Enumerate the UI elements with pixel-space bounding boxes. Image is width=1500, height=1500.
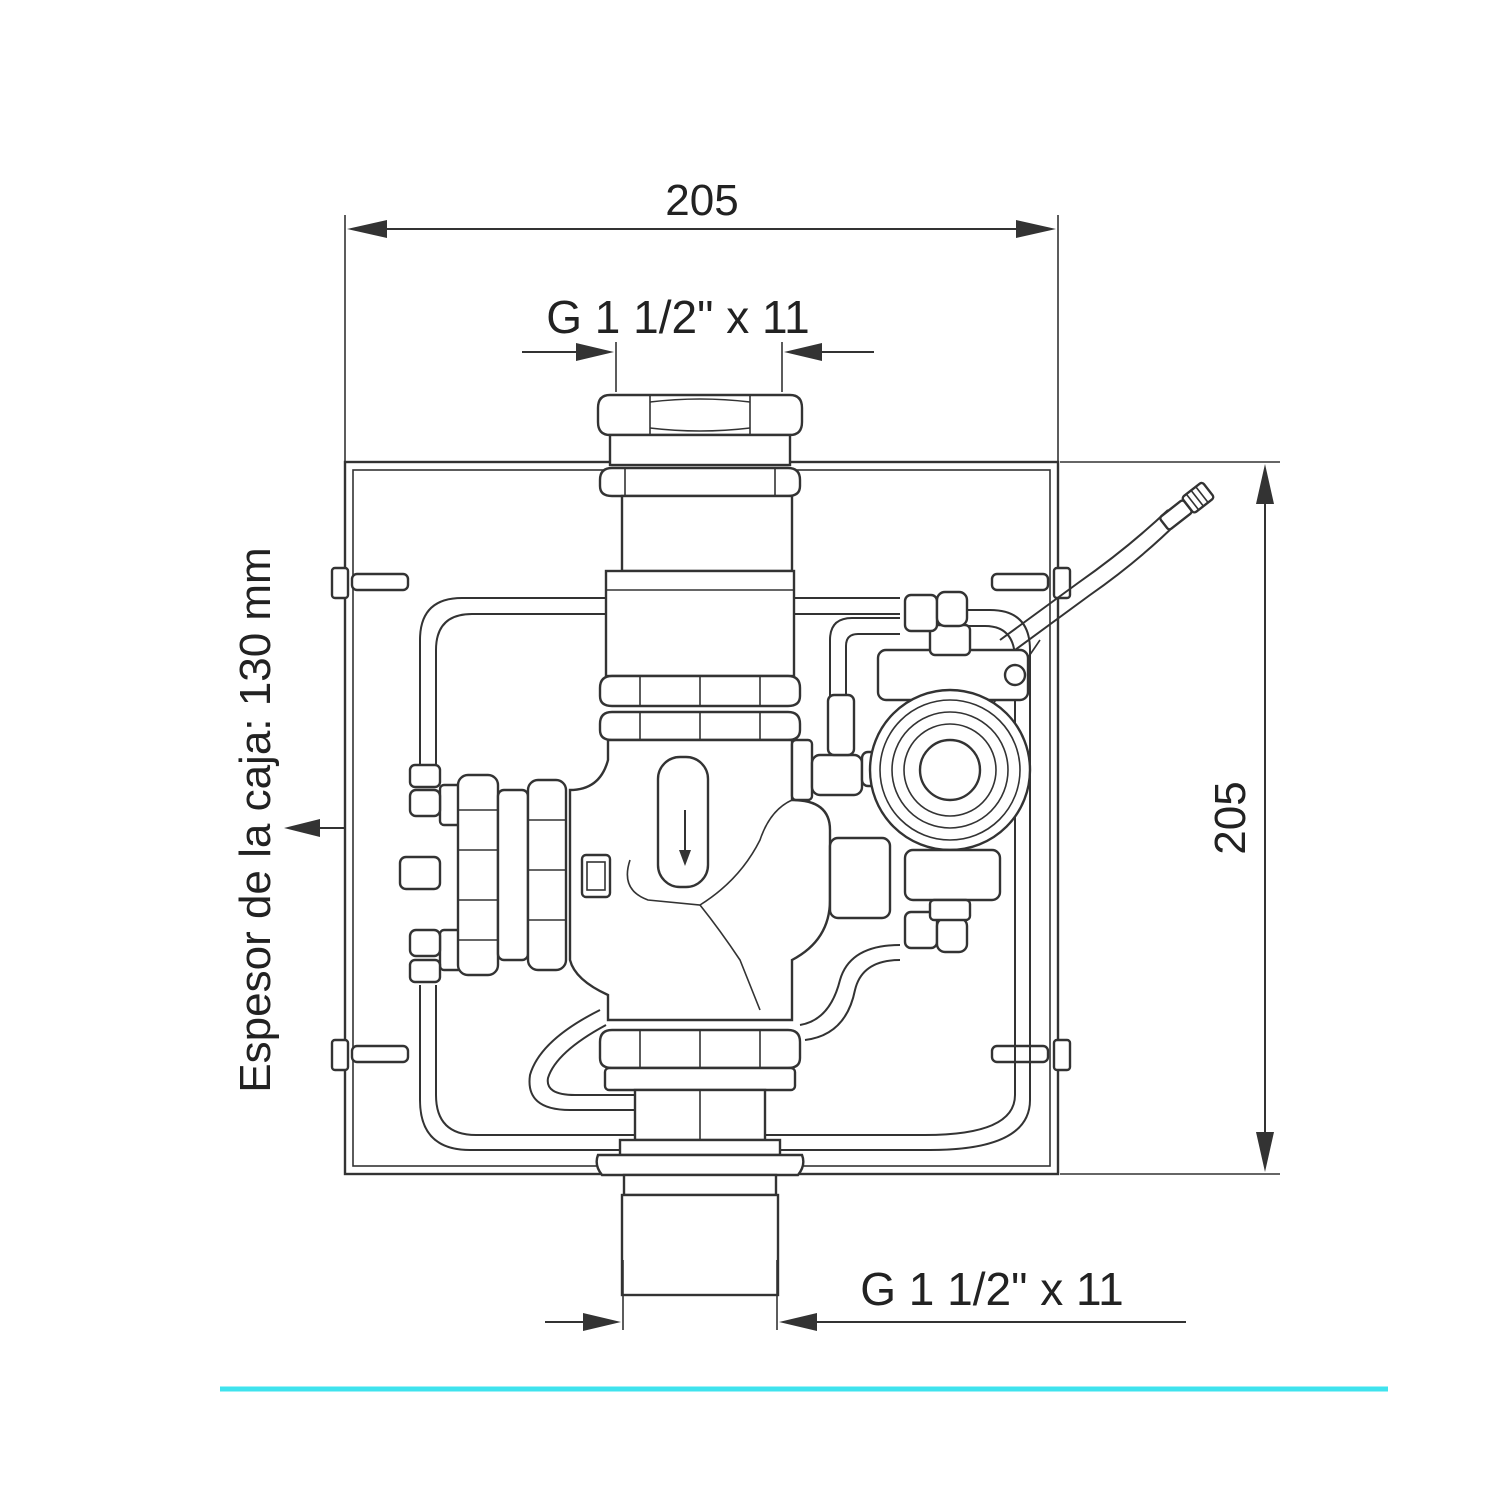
height-label: 205 — [1206, 781, 1255, 854]
box-thickness-label: Espesor de la caja: 130 mm — [231, 547, 280, 1092]
upper-hex-nuts — [598, 674, 802, 742]
tubing — [419, 509, 1181, 1151]
valve-body — [568, 738, 892, 1022]
bottom-thread-label: G 1 1/2" x 11 — [860, 1263, 1124, 1315]
width-dimension: 205 — [344, 176, 1059, 462]
left-union — [398, 763, 568, 984]
width-label: 205 — [665, 176, 738, 225]
box-thickness-annotation: Espesor de la caja: 130 mm — [231, 547, 345, 1093]
solenoid-valve — [790, 590, 1032, 954]
cable-connector — [1159, 481, 1215, 531]
mounting-tabs — [330, 566, 1072, 1072]
top-thread-label: G 1 1/2" x 11 — [546, 291, 810, 343]
outlet-fitting — [595, 1028, 805, 1297]
inlet-fitting — [596, 393, 804, 678]
bottom-thread-dimension: G 1 1/2" x 11 — [545, 1260, 1186, 1331]
height-dimension: 205 — [1060, 461, 1280, 1175]
top-thread-dimension: G 1 1/2" x 11 — [522, 291, 874, 392]
